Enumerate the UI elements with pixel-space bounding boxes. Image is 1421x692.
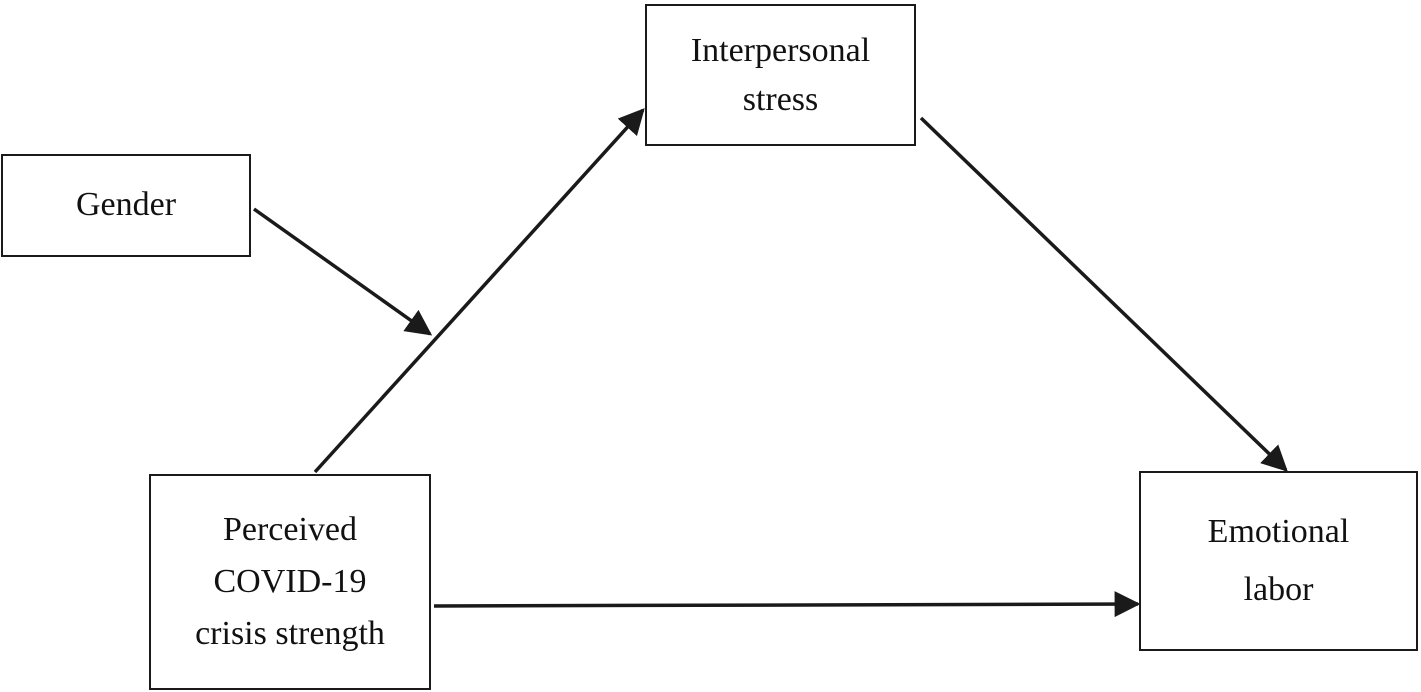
node-crisis-label-line-1: Perceived — [222, 511, 358, 549]
arrow-stress-to-labor — [919, 116, 1288, 472]
node-labor-label-line-2: labor — [1243, 571, 1314, 608]
arrow-crisis-to-stress — [313, 108, 645, 474]
node-stress-label-line-1: Interpersonal — [690, 31, 871, 69]
node-stress-label-line-2: stress — [742, 81, 819, 118]
node-interpersonal-stress: Interpersonal stress — [645, 4, 916, 146]
node-emotional-labor: Emotional labor — [1139, 471, 1418, 651]
node-gender-label: Gender — [75, 186, 177, 224]
node-labor-label-line-1: Emotional — [1207, 513, 1350, 551]
node-perceived-crisis-strength: Perceived COVID-19 crisis strength — [149, 474, 431, 690]
arrow-gender-to-path — [252, 207, 433, 336]
node-gender: Gender — [1, 154, 251, 257]
node-crisis-label-line-3: crisis strength — [195, 614, 385, 652]
node-crisis-label-line-2: COVID-19 — [213, 563, 367, 601]
arrow-crisis-to-labor — [433, 591, 1141, 618]
